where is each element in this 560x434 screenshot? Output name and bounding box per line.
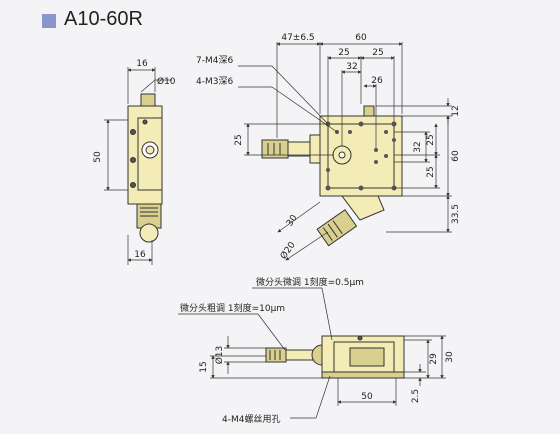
top-dim-60: 60 [355,33,367,43]
top-dim-25-right2: 25 [426,166,436,177]
front-dim-phi13: Ø13 [214,346,225,365]
callout-4m3: 4-M3深6 [196,76,233,87]
top-knob [363,105,375,117]
front-view [265,335,405,379]
front-note-fine: 微分头微调 1刻度=0.5μm [256,276,364,288]
top-dim-60-right: 60 [451,150,461,162]
side-view-dimensions [104,67,172,265]
top-dim-47: 47±6.5 [281,33,314,43]
front-note-holes: 4-M4螺丝用孔 [222,413,280,425]
front-micrometer [265,347,287,363]
side-dim-16-bottom: 16 [134,250,146,260]
side-dim-phi10: Ø10 [157,76,176,87]
top-dim-25-b: 25 [372,48,383,58]
side-dim-50: 50 [93,151,103,163]
front-dim-2-5: 2.5 [411,389,421,403]
top-screw-holes [325,121,397,191]
top-dim-32-right: 32 [413,141,423,152]
front-dim-29: 29 [429,353,439,365]
title-swatch-icon [42,14,56,28]
top-dim-12: 12 [451,105,461,116]
top-dim-25-left: 25 [234,134,244,145]
front-note-coarse: 微分头粗调 1刻度=10μm [180,302,285,314]
page-title: A10-60R [64,8,143,30]
front-dim-50: 50 [361,392,373,402]
top-dim-26: 26 [371,76,383,86]
front-view-dimensions [178,287,446,419]
top-angled-micrometer [316,209,358,247]
top-dim-32: 32 [346,62,357,72]
front-dim-30: 30 [445,351,455,363]
top-dim-33-5: 33.5 [451,204,461,224]
side-view [127,93,163,243]
top-view-dimensions [238,42,452,261]
top-view [261,105,403,247]
callout-7m4: 7-M4深6 [196,55,233,66]
side-dim-16-top: 16 [136,59,148,69]
top-dim-phi20: Ø20 [278,240,298,262]
side-knob-top [140,93,156,107]
top-dim-25-a: 25 [338,48,349,58]
front-dim-15: 15 [199,361,209,372]
top-dim-30: 30 [285,213,300,228]
top-dim-25-right1: 25 [426,134,436,145]
